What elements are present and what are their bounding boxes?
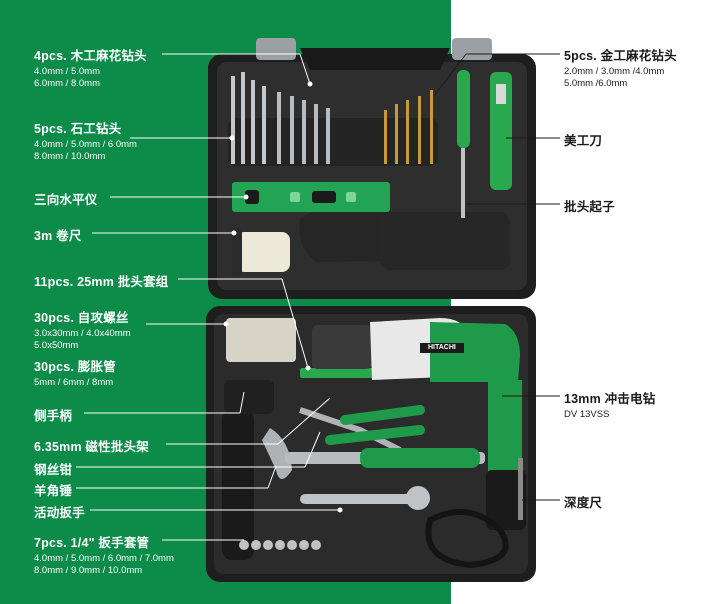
label-depth-gauge: 深度尺 (564, 492, 602, 511)
label-screws-line1: 3.0x30mm / 4.0x40mm (34, 328, 131, 339)
spirit-level (232, 182, 390, 212)
drill-brand-logo: HITACHI (428, 344, 456, 351)
label-masonry-bits-line2: 8.0mm / 10.0mm (34, 151, 106, 162)
label-level-title: 三向水平仪 (34, 193, 98, 207)
label-utility-knife: 美工刀 (564, 130, 602, 149)
label-anchors: 30pcs. 膨胀管 5mm / 6mm / 8mm (34, 356, 116, 389)
label-sockets-line2: 8.0mm / 9.0mm / 10.0mm (34, 565, 143, 576)
label-metal-bits-title: 5pcs. 金工麻花钻头 (564, 49, 677, 63)
screwdriver (457, 70, 470, 218)
leader-lines (76, 53, 343, 541)
masonry-drill-bits (277, 92, 330, 164)
label-bit-holder: 6.35mm 磁性批头架 (34, 436, 149, 455)
label-masonry-bits: 5pcs. 石工钻头 4.0mm / 5.0mm / 6.0mm 8.0mm /… (34, 118, 137, 163)
label-pliers-title: 钢丝钳 (34, 463, 73, 477)
label-drill-model: DV 13VSS (564, 409, 610, 420)
label-metal-bits-line1: 2.0mm / 3.0mm /4.0mm (564, 66, 665, 77)
label-screws-title: 30pcs. 自攻螺丝 (34, 311, 129, 325)
label-bit-set-title: 11pcs. 25mm 批头套组 (34, 275, 169, 289)
wood-drill-bits (231, 72, 266, 164)
tape-measure (232, 228, 290, 276)
label-wrench: 活动扳手 (34, 502, 85, 521)
case-base (206, 306, 536, 582)
label-masonry-bits-title: 5pcs. 石工钻头 (34, 122, 122, 136)
label-tape-title: 3m 卷尺 (34, 229, 82, 243)
label-anchors-line1: 5mm / 6mm / 8mm (34, 377, 114, 388)
label-sockets-line1: 4.0mm / 5.0mm / 6.0mm / 7.0mm (34, 553, 174, 564)
label-drill: 13mm 冲击电钻 DV 13VSS (564, 388, 655, 421)
metal-drill-bits (384, 90, 433, 164)
label-hammer: 羊角锤 (34, 480, 72, 499)
label-drill-title: 13mm 冲击电钻 (564, 392, 656, 406)
label-utility-knife-title: 美工刀 (564, 134, 603, 148)
label-wood-bits: 4pcs. 木工麻花钻头 4.0mm / 5.0mm 6.0mm / 8.0mm (34, 45, 147, 90)
label-side-handle: 侧手柄 (34, 405, 72, 424)
label-wood-bits-line2: 6.0mm / 8.0mm (34, 78, 100, 89)
label-bit-holder-title: 6.35mm 磁性批头架 (34, 440, 149, 454)
label-masonry-bits-line1: 4.0mm / 5.0mm / 6.0mm (34, 139, 137, 150)
label-sockets-title: 7pcs. 1/4" 扳手套管 (34, 536, 150, 550)
leader-lines-right (433, 53, 560, 501)
label-bit-set: 11pcs. 25mm 批头套组 (34, 271, 169, 290)
label-metal-bits-line2: 5.0mm /6.0mm (564, 78, 628, 89)
label-tape: 3m 卷尺 (34, 225, 82, 244)
label-screws: 30pcs. 自攻螺丝 3.0x30mm / 4.0x40mm 5.0x50mm (34, 307, 131, 352)
label-screwdriver-title: 批头起子 (564, 200, 615, 214)
label-screws-line2: 5.0x50mm (34, 340, 79, 351)
label-pliers: 钢丝钳 (34, 459, 72, 478)
label-sockets: 7pcs. 1/4" 扳手套管 4.0mm / 5.0mm / 6.0mm / … (34, 532, 174, 577)
label-anchors-title: 30pcs. 膨胀管 (34, 360, 116, 374)
utility-knife (490, 72, 512, 190)
label-wood-bits-title: 4pcs. 木工麻花钻头 (34, 49, 147, 63)
label-screwdriver: 批头起子 (564, 196, 615, 215)
label-wrench-title: 活动扳手 (34, 506, 85, 520)
label-metal-bits: 5pcs. 金工麻花钻头 2.0mm / 3.0mm /4.0mm 5.0mm … (564, 45, 677, 90)
label-side-handle-title: 侧手柄 (34, 409, 73, 423)
label-level: 三向水平仪 (34, 189, 98, 208)
label-wood-bits-line1: 4.0mm / 5.0mm (34, 66, 100, 77)
socket-set (239, 540, 321, 550)
label-hammer-title: 羊角锤 (34, 484, 73, 498)
label-depth-gauge-title: 深度尺 (564, 496, 603, 510)
